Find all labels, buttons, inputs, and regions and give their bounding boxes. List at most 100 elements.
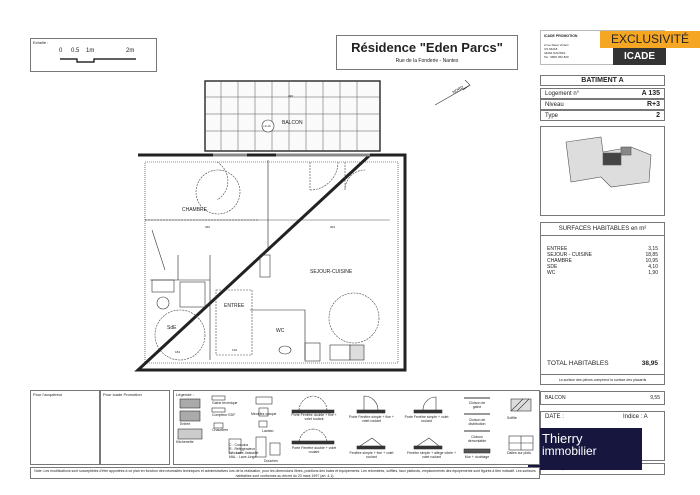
note-box: Note: Les modifications sont susceptible… [30, 467, 540, 479]
scale-box: Echelle : 0 0.5 1m 2m [30, 38, 157, 72]
info-value: 2 [656, 112, 660, 119]
doors-fixtures [154, 161, 380, 361]
surface-row: WC 1,90 [547, 270, 658, 276]
dimension: 184 [175, 350, 181, 354]
surface-row: ENTREE 3,15 [547, 246, 658, 252]
info-value: R+3 [646, 101, 660, 108]
site-plan [540, 126, 665, 216]
legend-item: Fenêtre simple + fixe + volet roulant [349, 451, 394, 459]
index-label: Indice : A [623, 414, 648, 420]
legend-item: Fenêtre simple + allège vitrée + volet r… [406, 451, 457, 459]
legend-item: Chaudière [212, 428, 229, 432]
info-row: Type 2 [540, 110, 665, 121]
title-box: Résidence "Eden Parcs" Rue de la Fonderi… [336, 35, 518, 70]
legend-item: Porte Fenêtre simple + fixe + volet roul… [349, 415, 394, 423]
agency-logo: Thierry immobilier [528, 428, 642, 470]
legend-item: Mur + doublage [464, 455, 490, 459]
total-value: 38,95 [641, 360, 658, 367]
room-area: 1,90 [648, 270, 658, 276]
total-label: TOTAL HABITABLES [547, 360, 609, 367]
surface-row: SDE 4,10 [547, 264, 658, 270]
room-name: CHAMBRE [547, 258, 573, 264]
legend-item: Soffite [507, 416, 517, 420]
legend-item: Lavabo [262, 429, 274, 433]
legend-item: Douches [264, 459, 278, 463]
scale-bar [60, 58, 136, 63]
surfaces-note: La surface des pièces comprend la surfac… [541, 374, 664, 382]
address-line: 2 rue René Viviani [544, 43, 569, 47]
room-label-chambre: CHAMBRE [182, 207, 208, 213]
balcony-row: BALCON 9,55 [540, 391, 665, 405]
room-name: SEJOUR - CUISINE [547, 252, 593, 258]
room-label-sejour: SEJOUR-CUISINE [310, 269, 353, 275]
info-row: Logement n° A 135 [540, 88, 665, 99]
promoter-label: Pour Icade Promotion [103, 392, 142, 397]
room-area: 18,85 [645, 252, 658, 258]
north-arrow [434, 79, 471, 106]
info-label: Type [545, 112, 559, 119]
info-label: Niveau [545, 101, 564, 108]
balcony-label: BALCON [545, 395, 566, 401]
legend-item: Entrée [180, 422, 191, 426]
room-label-wc: WC [276, 328, 285, 334]
balcony-level: +0.14 [263, 124, 271, 128]
surface-row: SEJOUR - CUISINE 18,85 [547, 252, 658, 258]
scale-label: Echelle : [33, 40, 49, 45]
surfaces-box: SURFACES HABITABLES en m² ENTREE 3,15 SEJ… [540, 222, 665, 385]
room-area: 3,15 [648, 246, 658, 252]
legend-item: Porte Fenêtre double + volet roulant [291, 446, 337, 454]
fixtures [151, 229, 365, 362]
legend-item: Kitchenette [176, 440, 194, 444]
address-line: 44262 NANTES [544, 51, 566, 55]
legend-item: Porte Fenêtre simple + volet roulant [404, 415, 449, 423]
exclusivity-badge: EXCLUSIVITÉ [600, 31, 700, 48]
balcony [204, 80, 381, 152]
total-row: TOTAL HABITABLES 38,95 [547, 360, 658, 367]
info-row: Niveau R+3 [540, 99, 665, 110]
legend-title: Légende : [176, 392, 194, 397]
walls [134, 153, 407, 372]
buyer-signature-box: Pour l'acquéreur [30, 390, 100, 465]
icade-logo: ICADE [613, 48, 666, 65]
scale-tick: 1m [86, 48, 95, 54]
legal-note: Note: Les modifications sont susceptible… [34, 469, 536, 478]
room-name: ENTREE [547, 246, 568, 252]
residence-address: Rue de la Fonderie - Nantes [395, 58, 459, 64]
room-area: 10,95 [645, 258, 658, 264]
scale-tick: 2m [126, 48, 135, 54]
buyer-label: Pour l'acquéreur [33, 392, 63, 397]
dimension: 304 [330, 225, 336, 229]
room-label-balcon: BALCON [282, 120, 303, 126]
building-label: BATIMENT A [540, 75, 665, 86]
agency-line2: immobilier [542, 444, 597, 458]
dimension: 340 [205, 225, 211, 229]
room-name: WC [547, 270, 556, 276]
promoter-name: ICADE PROMOTION [544, 34, 578, 38]
info-label: Logement n° [545, 90, 580, 97]
address-line: CS 94218 [544, 47, 558, 51]
room-label-sde: SdE [167, 325, 177, 331]
dimension: 130 [232, 348, 238, 352]
legend-item: Dalles sur plots [507, 451, 531, 455]
address-line: Tel : 0800 452 820 [544, 55, 569, 59]
room-area: 4,10 [648, 264, 658, 270]
balcony-area: 9,55 [650, 395, 660, 401]
legend-item: Compteur EDF [212, 413, 236, 417]
scale-tick: 0.5 [71, 48, 80, 54]
building-name: BATIMENT A [581, 77, 624, 84]
legend-item: Cloison démontable [467, 435, 487, 443]
residence-title: Résidence "Eden Parcs" [351, 40, 503, 55]
agency-line1: Thierry [542, 431, 583, 446]
scale-tick: 0 [59, 48, 63, 54]
dimension: 490 [288, 94, 294, 98]
promoter-signature-box: Pour Icade Promotion [100, 390, 170, 465]
date-label: DATE : [545, 414, 564, 420]
legend-item: Gaine technique [212, 401, 238, 405]
surface-row: CHAMBRE 10,95 [547, 258, 658, 264]
info-value: A 135 [641, 90, 660, 97]
surfaces-title: SURFACES HABITABLES en m² [541, 223, 664, 236]
room-label-entree: ENTREE [224, 303, 245, 309]
room-name: SDE [547, 264, 558, 270]
site-plan-drawing [565, 136, 652, 188]
